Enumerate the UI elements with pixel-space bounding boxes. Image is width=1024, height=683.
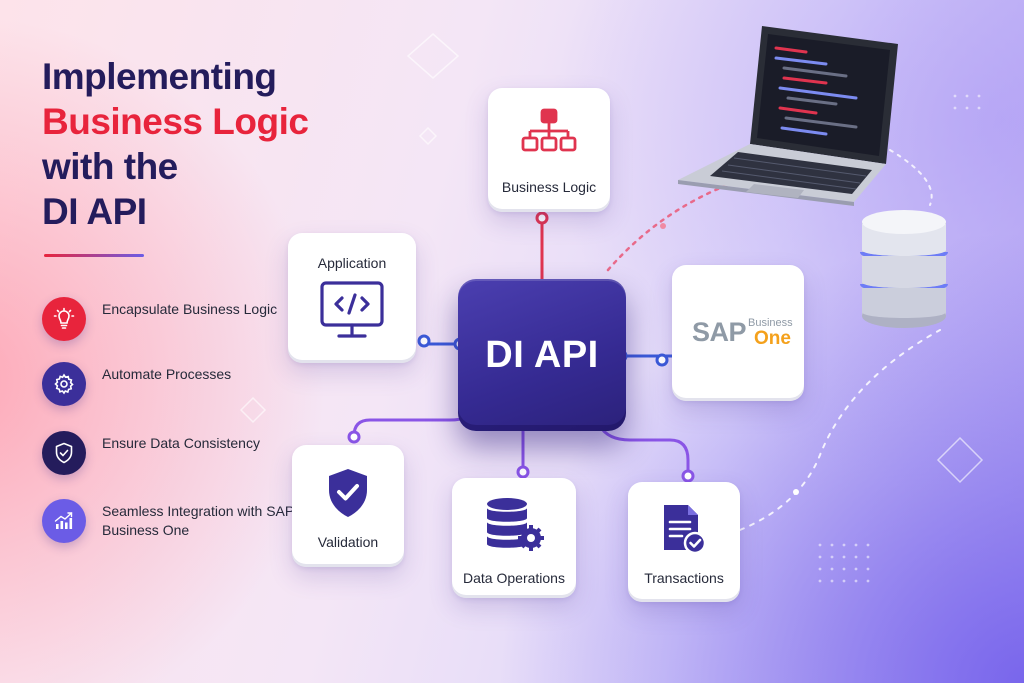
feature-text: Ensure Data Consistency	[102, 435, 260, 451]
wire-dot-business-logic	[535, 211, 549, 225]
title-underline	[44, 254, 144, 257]
flow-line-database	[889, 149, 933, 206]
node-application[interactable]: Application	[288, 233, 416, 363]
node-sap-business-one[interactable]: SAP Business One	[672, 265, 804, 401]
node-business-logic[interactable]: Business Logic	[488, 88, 610, 212]
node-transactions[interactable]: Transactions	[628, 482, 740, 602]
diamond-decoration	[406, 33, 460, 79]
wire-dot-application	[417, 334, 431, 348]
growth-chart-icon	[42, 499, 86, 543]
feature-item: Ensure Data Consistency	[42, 431, 302, 475]
document-check-icon	[660, 502, 708, 561]
wire-dot-validation	[347, 430, 361, 444]
dot-grid-decoration	[818, 94, 981, 583]
diamond-decoration	[418, 126, 438, 146]
flow-dot-right	[793, 489, 799, 495]
title-line-1: Implementing	[42, 56, 277, 97]
feature-item: Automate Processes	[42, 362, 302, 406]
shield-check-icon	[42, 431, 86, 475]
flow-dot-laptop	[660, 223, 666, 229]
wire-transactions	[598, 425, 690, 474]
sap-logo-business: Business	[748, 317, 793, 329]
node-label: Application	[317, 255, 387, 271]
node-data-operations[interactable]: Data Operations	[452, 478, 576, 598]
wire-dot-data-operations	[516, 465, 530, 479]
wire-dot-transactions	[681, 469, 695, 483]
sap-logo-one: One	[754, 328, 791, 349]
di-api-hub[interactable]: DI API	[458, 279, 626, 431]
lightbulb-icon	[42, 297, 86, 341]
feature-text: Automate Processes	[102, 366, 232, 382]
sap-logo-text: SAP	[692, 317, 747, 347]
feature-text: Seamless Integration with SAP Business O…	[102, 503, 294, 538]
diamond-decoration	[936, 436, 984, 484]
node-label: Transactions	[644, 570, 724, 586]
shield-check-icon	[325, 467, 371, 524]
database-illustration	[858, 208, 950, 332]
code-monitor-icon	[317, 279, 387, 348]
title-line-3: with the	[42, 146, 178, 187]
title-line-2: Business Logic	[42, 101, 309, 142]
node-label: Business Logic	[501, 179, 597, 195]
database-gear-icon	[481, 496, 547, 561]
hierarchy-icon	[520, 106, 578, 165]
sap-business-one-logo: SAP Business One	[692, 313, 793, 349]
wire-dot-sap	[655, 353, 669, 367]
node-label: Data Operations	[463, 570, 565, 586]
diamond-decoration	[239, 396, 267, 424]
wire-validation	[352, 409, 472, 437]
title-line-4: DI API	[42, 191, 147, 232]
feature-text: Encapsulate Business Logic	[102, 301, 278, 317]
page-title: Implementing Business Logic with the DI …	[42, 54, 342, 234]
node-label: Validation	[317, 534, 379, 550]
laptop-illustration	[676, 22, 906, 207]
feature-item: Seamless Integration with SAP Business O…	[42, 499, 302, 543]
hub-label: DI API	[485, 333, 599, 376]
gear-icon	[42, 362, 86, 406]
feature-item: Encapsulate Business Logic	[42, 297, 302, 341]
node-validation[interactable]: Validation	[292, 445, 404, 567]
